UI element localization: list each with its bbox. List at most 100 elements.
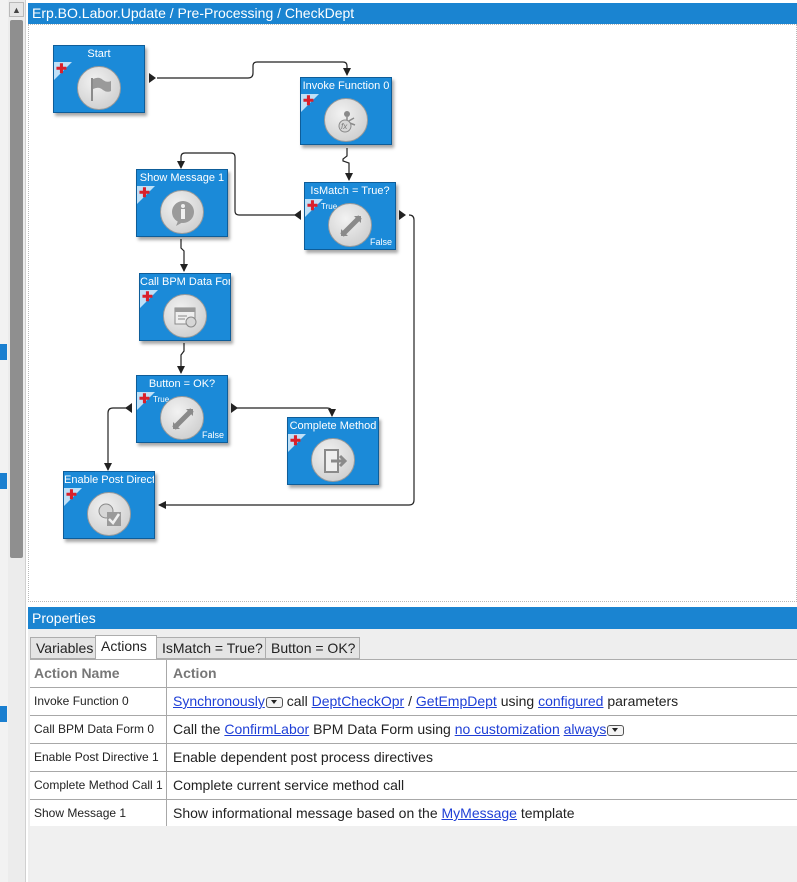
true-port[interactable] bbox=[294, 210, 301, 220]
node-corner bbox=[305, 199, 323, 217]
add-icon[interactable]: ✚ bbox=[66, 487, 77, 502]
table-row[interactable]: Enable Post Directive 1 Enable dependent… bbox=[30, 744, 797, 772]
node-ismatch-condition[interactable]: IsMatch = True? ✚ True False bbox=[304, 182, 396, 250]
node-corner bbox=[64, 488, 82, 506]
exit-icon bbox=[311, 438, 355, 482]
add-icon[interactable]: ✚ bbox=[303, 93, 314, 108]
condition-icon bbox=[160, 396, 204, 440]
action-text: call bbox=[286, 693, 308, 709]
node-title: Enable Post Directi bbox=[64, 474, 154, 486]
connector-start-invoke bbox=[157, 61, 351, 79]
node-button-ok-condition[interactable]: Button = OK? ✚ True False bbox=[136, 375, 228, 443]
connector-button-complete bbox=[237, 407, 336, 417]
action-link[interactable]: MyMessage bbox=[441, 805, 517, 821]
tab-button-ok[interactable]: Button = OK? bbox=[265, 637, 360, 659]
connector-lines bbox=[104, 61, 415, 509]
output-port[interactable] bbox=[149, 73, 156, 83]
node-enable-post-directive[interactable]: Enable Post Directi ✚ bbox=[63, 471, 155, 539]
node-corner bbox=[140, 290, 158, 308]
action-description: Complete current service method call bbox=[168, 772, 797, 799]
designer-title: Erp.BO.Labor.Update / Pre-Processing / C… bbox=[28, 3, 797, 24]
node-title: Complete Method bbox=[289, 420, 377, 432]
true-port[interactable] bbox=[125, 403, 132, 413]
chevron-down-icon[interactable] bbox=[265, 697, 283, 708]
action-description: Call the ConfirmLabor BPM Data Form usin… bbox=[168, 716, 797, 743]
properties-panel: Variables Actions IsMatch = True? Button… bbox=[28, 629, 797, 882]
table-row[interactable]: Call BPM Data Form 0 Call the ConfirmLab… bbox=[30, 716, 797, 744]
node-start[interactable]: Start ✚ bbox=[53, 45, 145, 113]
left-edge-strip bbox=[0, 0, 8, 882]
data-form-icon bbox=[163, 294, 207, 338]
true-label: True bbox=[153, 395, 170, 404]
node-complete-method[interactable]: Complete Method ✚ bbox=[287, 417, 379, 485]
node-title: Button = OK? bbox=[148, 378, 216, 390]
action-name: Call BPM Data Form 0 bbox=[30, 716, 167, 743]
false-port[interactable] bbox=[231, 403, 238, 413]
tab-variables[interactable]: Variables bbox=[30, 637, 96, 659]
vertical-scrollbar[interactable]: ▲ bbox=[8, 0, 26, 882]
add-icon[interactable]: ✚ bbox=[139, 391, 150, 406]
false-port[interactable] bbox=[399, 210, 406, 220]
action-text: parameters bbox=[607, 693, 679, 709]
node-title: Start bbox=[87, 48, 111, 60]
action-link[interactable]: GetEmpDept bbox=[415, 693, 497, 709]
action-description: Enable dependent post process directives bbox=[168, 744, 797, 771]
action-link[interactable]: DeptCheckOpr bbox=[311, 693, 405, 709]
connector-ismatch-enable bbox=[158, 214, 415, 509]
info-icon bbox=[160, 190, 204, 234]
action-link[interactable]: ConfirmLabor bbox=[224, 721, 310, 737]
action-text: BPM Data Form using bbox=[313, 721, 451, 737]
function-icon: fx bbox=[324, 98, 368, 142]
table-row[interactable]: Invoke Function 0 Synchronously call Dep… bbox=[30, 688, 797, 716]
action-link[interactable]: configured bbox=[538, 693, 604, 709]
node-corner bbox=[288, 434, 306, 452]
node-corner bbox=[137, 392, 155, 410]
table-row[interactable]: Complete Method Call 1 Complete current … bbox=[30, 772, 797, 800]
enable-directive-icon bbox=[87, 492, 131, 536]
chevron-down-icon[interactable] bbox=[607, 725, 625, 736]
node-corner bbox=[137, 186, 155, 204]
false-label: False bbox=[369, 237, 392, 247]
connector-button-enable bbox=[104, 407, 127, 471]
node-title: Call BPM Data Form bbox=[140, 276, 230, 288]
node-title: Show Message 1 bbox=[139, 172, 225, 184]
action-text: Show informational message based on the bbox=[173, 805, 438, 821]
action-text: Complete current service method call bbox=[173, 777, 405, 793]
node-invoke-function[interactable]: Invoke Function 0 ✚ fx bbox=[300, 77, 392, 145]
true-label: True bbox=[321, 202, 338, 211]
action-link[interactable]: Synchronously bbox=[173, 693, 265, 709]
flag-icon bbox=[77, 66, 121, 110]
svg-text:fx: fx bbox=[341, 122, 348, 131]
action-text: / bbox=[408, 693, 412, 709]
action-name: Show Message 1 bbox=[30, 800, 167, 827]
add-icon[interactable]: ✚ bbox=[139, 185, 150, 200]
action-link[interactable]: always bbox=[563, 721, 607, 737]
action-text: Call the bbox=[173, 721, 221, 737]
scrollbar-thumb[interactable] bbox=[10, 20, 23, 558]
add-icon[interactable]: ✚ bbox=[307, 198, 318, 213]
left-edge-marker bbox=[0, 706, 7, 722]
action-text: Enable dependent post process directives bbox=[173, 749, 433, 765]
node-call-bpm-data-form[interactable]: Call BPM Data Form ✚ bbox=[139, 273, 231, 341]
add-icon[interactable]: ✚ bbox=[290, 433, 301, 448]
action-description: Synchronously call DeptCheckOpr / GetEmp… bbox=[168, 688, 797, 715]
grid-header-row: Action Name Action bbox=[30, 660, 797, 688]
tab-actions[interactable]: Actions bbox=[95, 635, 157, 660]
action-name: Invoke Function 0 bbox=[30, 688, 167, 715]
column-header-action[interactable]: Action bbox=[173, 665, 217, 681]
node-corner bbox=[301, 94, 319, 112]
action-description: Show informational message based on the … bbox=[168, 800, 797, 827]
scroll-up-icon[interactable]: ▲ bbox=[9, 2, 24, 17]
action-text: template bbox=[520, 805, 575, 821]
column-header-action-name[interactable]: Action Name bbox=[30, 660, 167, 687]
add-icon[interactable]: ✚ bbox=[56, 61, 67, 76]
tab-ismatch[interactable]: IsMatch = True? bbox=[156, 637, 266, 659]
properties-header: Properties bbox=[28, 607, 797, 629]
action-link[interactable]: no customization bbox=[454, 721, 560, 737]
workflow-canvas[interactable]: Start ✚ Invoke Function 0 ✚ fx IsMatch =… bbox=[28, 24, 797, 602]
false-label: False bbox=[201, 430, 224, 440]
add-icon[interactable]: ✚ bbox=[142, 289, 153, 304]
table-row[interactable]: Show Message 1 Show informational messag… bbox=[30, 800, 797, 828]
node-show-message[interactable]: Show Message 1 ✚ bbox=[136, 169, 228, 237]
left-edge-marker bbox=[0, 473, 7, 489]
